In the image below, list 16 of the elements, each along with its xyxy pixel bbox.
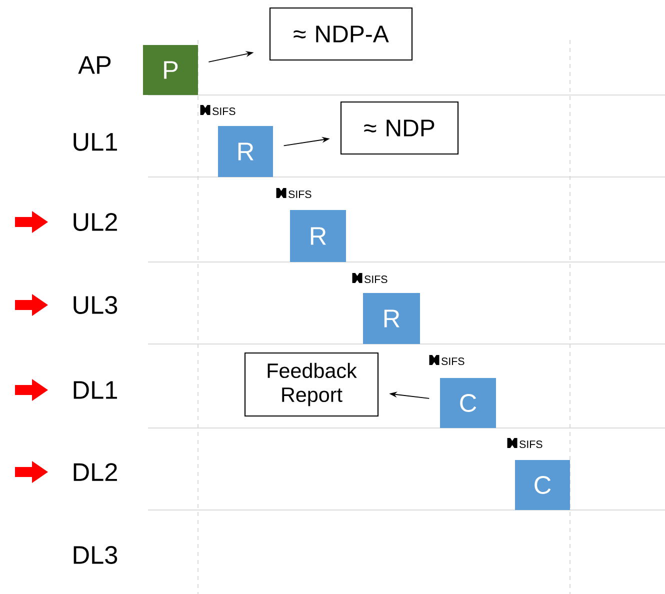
frame-box: R bbox=[290, 210, 346, 262]
row-label: UL1 bbox=[74, 133, 117, 151]
note-box: Feedback Report bbox=[244, 352, 379, 417]
row-label: UL3 bbox=[74, 296, 118, 314]
note-box: ≈ NDP-A bbox=[269, 7, 413, 61]
row-label: AP bbox=[78, 56, 111, 74]
frame-box: C bbox=[440, 378, 496, 428]
row-label: UL2 bbox=[74, 213, 117, 231]
row-label: DL1 bbox=[74, 381, 117, 399]
note-box: ≈ NDP bbox=[340, 101, 459, 155]
frame-box: P bbox=[143, 45, 198, 95]
row-label: DL3 bbox=[74, 546, 118, 564]
frame-box: R bbox=[218, 126, 273, 177]
frame-box: C bbox=[515, 460, 570, 510]
row-label: DL2 bbox=[74, 463, 117, 481]
frame-box: R bbox=[363, 293, 420, 344]
